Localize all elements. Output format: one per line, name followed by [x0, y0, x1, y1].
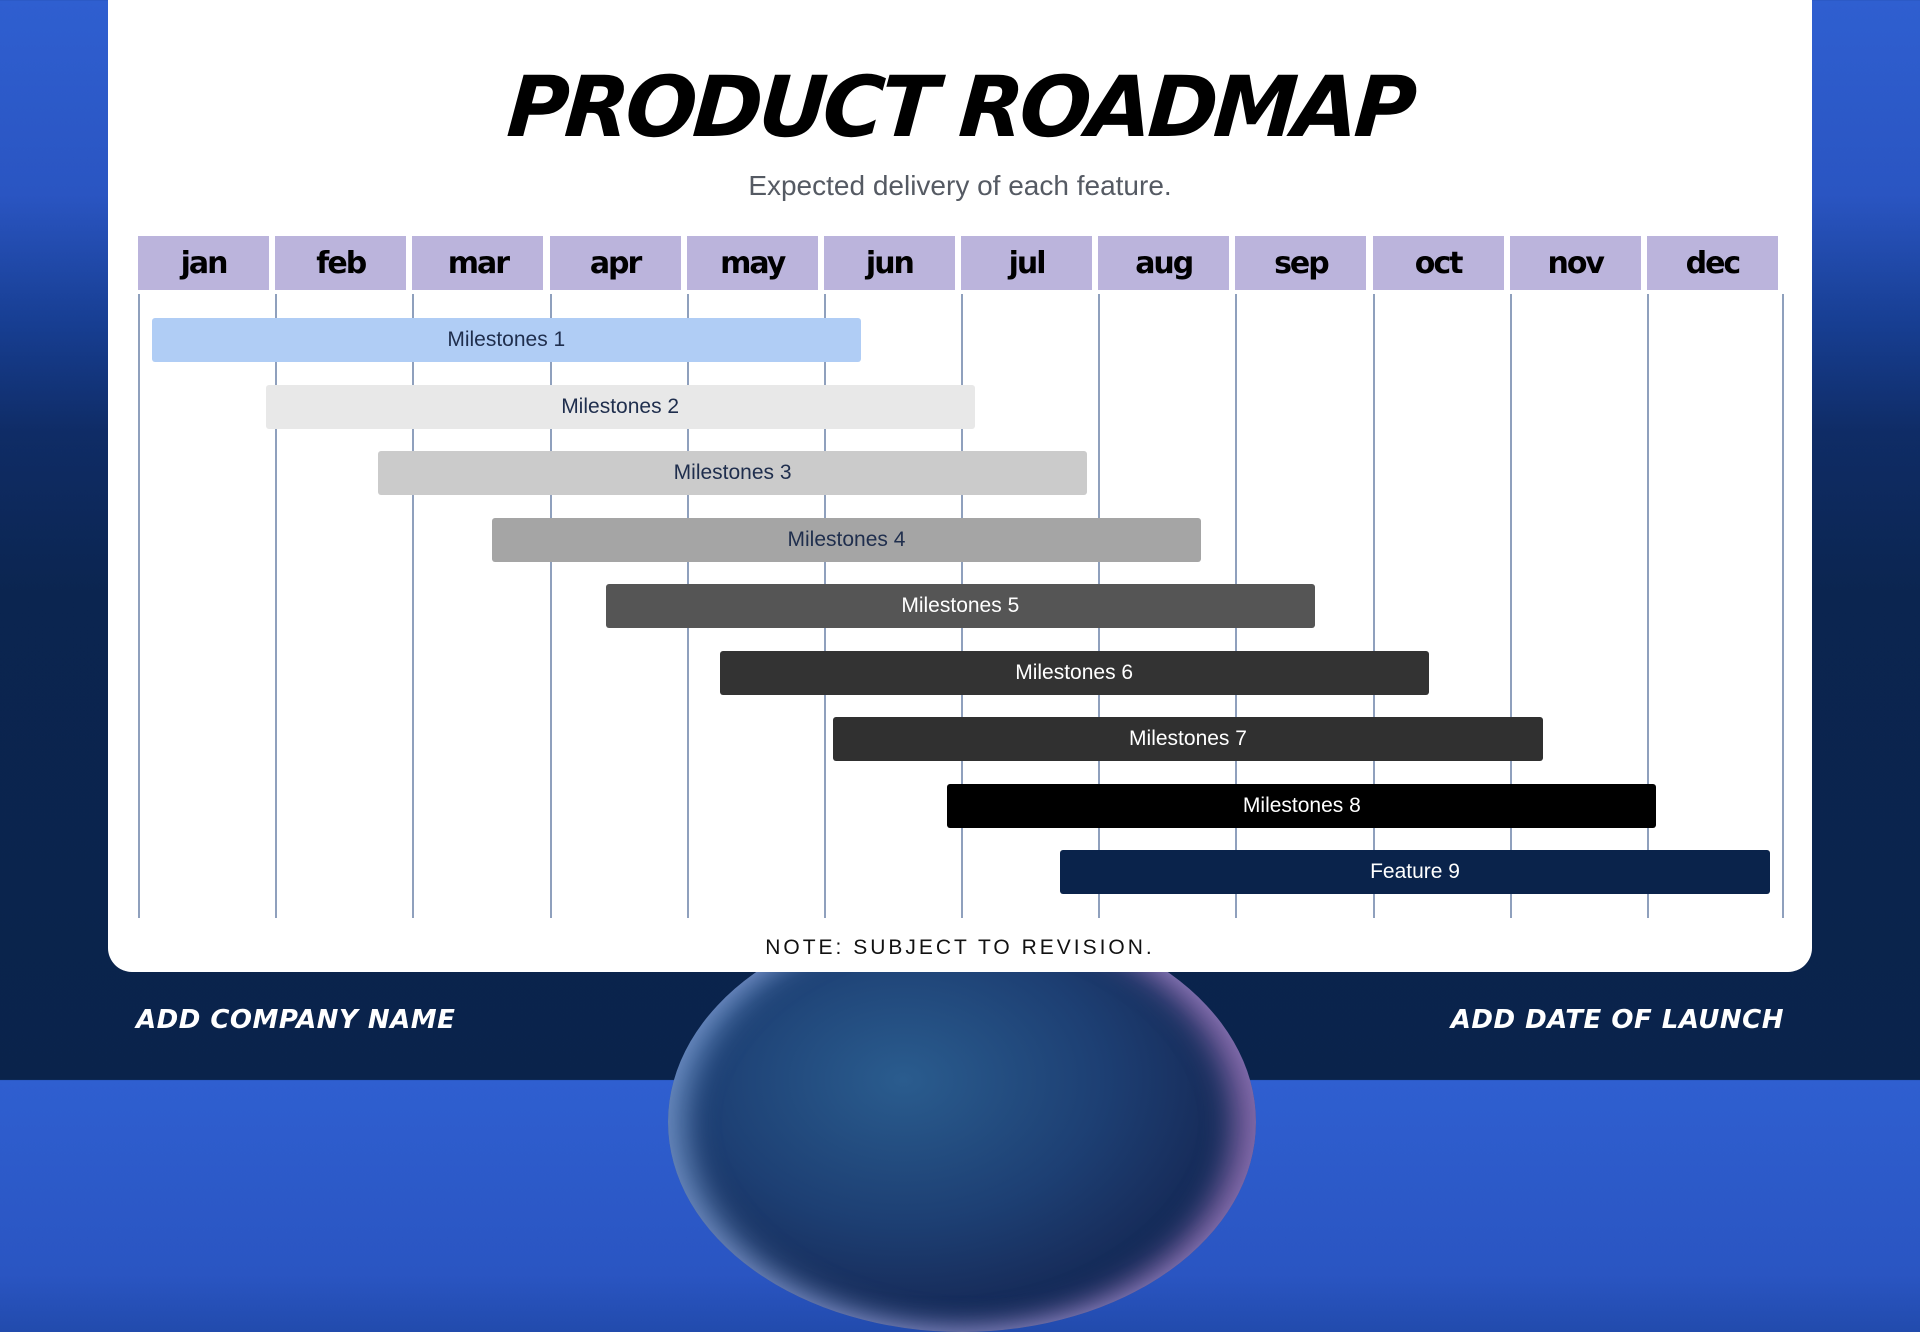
- month-gridline: [549, 294, 552, 918]
- page-subtitle: Expected delivery of each feature.: [748, 170, 1172, 201]
- month-header-aug: aug: [1098, 236, 1230, 290]
- decorative-orb: [668, 912, 1256, 1332]
- month-gridline: [1782, 294, 1784, 918]
- month-gridline: [1372, 294, 1375, 918]
- timeline-grid: Milestones 1 Milestones 2 Milestones 3 Mile…: [138, 294, 1784, 918]
- month-gridline: [275, 294, 278, 918]
- month-header-may: may: [686, 236, 818, 290]
- month-header-sep: sep: [1235, 236, 1367, 290]
- task-bar[interactable]: Milestones 3: [378, 451, 1088, 495]
- month-header-nov: nov: [1509, 236, 1641, 290]
- month-gridline: [1509, 294, 1512, 918]
- page-title: PRODUCT ROADMAP: [504, 58, 1416, 156]
- month-header-feb: feb: [275, 236, 407, 290]
- task-bar[interactable]: Milestones 7: [833, 717, 1543, 761]
- month-gridline: [412, 294, 415, 918]
- month-gridline: [1646, 294, 1649, 918]
- task-bar[interactable]: Milestones 1: [151, 318, 861, 362]
- month-header-dec: dec: [1646, 236, 1778, 290]
- task-bar[interactable]: Milestones 4: [491, 517, 1202, 562]
- month-header-mar: mar: [412, 236, 544, 290]
- roadmap-card: PRODUCT ROADMAP Expected delivery of eac…: [108, 0, 1812, 972]
- task-bar[interactable]: Milestones 8: [947, 783, 1657, 828]
- task-bar[interactable]: Milestones 5: [605, 584, 1315, 628]
- month-gridline: [138, 294, 140, 918]
- task-bar[interactable]: Feature 9: [1059, 850, 1771, 894]
- month-header-oct: oct: [1372, 236, 1504, 290]
- month-header-apr: apr: [549, 236, 681, 290]
- month-header-jan: jan: [138, 236, 270, 290]
- task-bar[interactable]: Milestones 6: [719, 650, 1429, 695]
- month-header-jul: jul: [961, 236, 1093, 290]
- task-bar[interactable]: Milestones 2: [265, 384, 975, 429]
- launch-date[interactable]: ADD DATE OF LAUNCH: [1450, 1005, 1784, 1035]
- revision-note: NOTE: SUBJECT TO REVISION.: [765, 936, 1155, 959]
- company-name[interactable]: ADD COMPANY NAME: [136, 1005, 456, 1035]
- month-header-jun: jun: [823, 236, 955, 290]
